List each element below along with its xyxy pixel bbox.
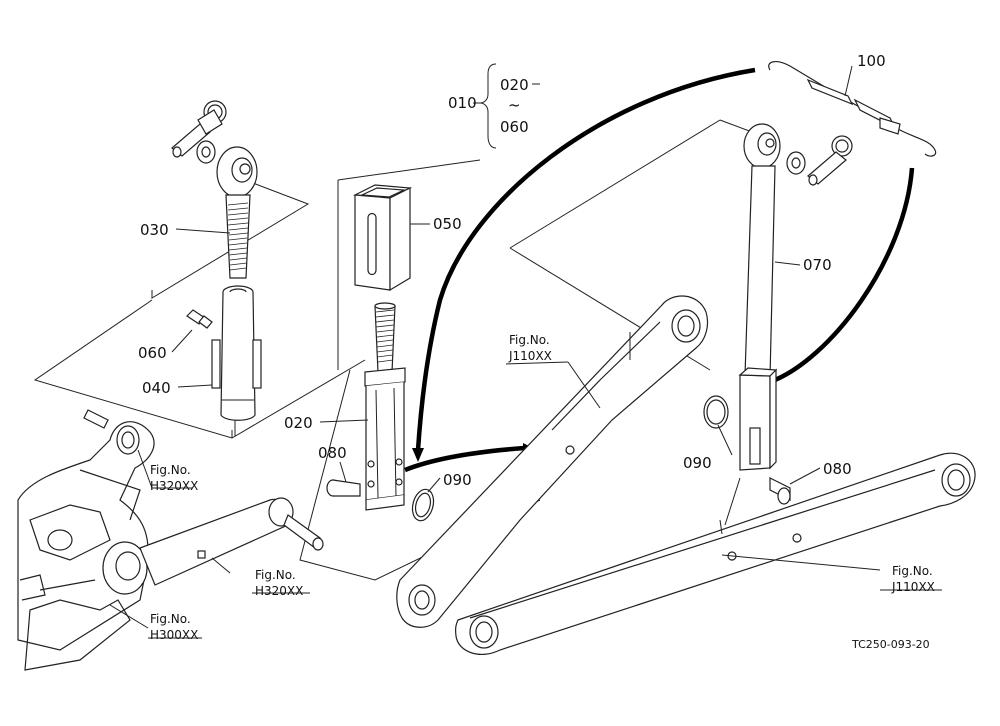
label-030: 030 — [140, 221, 169, 239]
label-050: 050 — [433, 215, 462, 233]
washer-upper-left — [196, 140, 216, 164]
fig-ref-code: J110XX — [891, 580, 935, 594]
label-020-range: 020 — [500, 76, 529, 94]
part-090-snap-ring-left — [411, 488, 435, 522]
lower-link-center — [396, 295, 709, 628]
fig-ref-h320-lower: Fig.No. H320XX — [255, 568, 303, 598]
washer-upper-right — [786, 151, 806, 175]
tractor-pin-lower-left — [83, 409, 109, 429]
part-040-sleeve — [211, 285, 262, 436]
connector-dash-left — [404, 445, 526, 473]
drawing-code: TC250-093-20 — [851, 638, 930, 651]
label-100: 100 — [857, 52, 886, 70]
label-080-right: 080 — [823, 460, 852, 478]
part-050-square-sleeve — [352, 184, 413, 292]
fig-ref-title: Fig.No. — [150, 463, 191, 477]
fig-ref-j110-center: Fig.No. J110XX — [508, 333, 552, 363]
leader-lines — [109, 65, 942, 639]
group-outline-left — [33, 179, 366, 439]
part-080-pin-right — [769, 477, 791, 505]
part-labels: 010 020 ~ 060 100 030 050 070 060 040 02… — [138, 52, 886, 489]
lift-pin-upper-left — [171, 100, 227, 158]
label-060: 060 — [138, 344, 167, 362]
lower-link-right — [455, 452, 976, 655]
leader-right-lower — [724, 477, 741, 526]
part-080-pin-left — [326, 479, 361, 497]
label-080-left: 080 — [318, 444, 347, 462]
lift-pin-upper-right — [807, 135, 853, 186]
fig-ref-title: Fig.No. — [509, 333, 550, 347]
fig-ref-title: Fig.No. — [150, 612, 191, 626]
label-020: 020 — [284, 414, 313, 432]
label-tilde: ~ — [508, 96, 521, 114]
part-060-grease-nipple — [186, 309, 213, 329]
connector-arc-right — [769, 167, 915, 385]
arrow-head-upper — [412, 448, 424, 462]
label-070: 070 — [803, 256, 832, 274]
fig-ref-title: Fig.No. — [892, 564, 933, 578]
fig-ref-code: H320XX — [255, 584, 303, 598]
part-090-snap-ring-right — [703, 395, 729, 429]
part-020-clevis — [364, 302, 406, 511]
label-060-range: 060 — [500, 118, 529, 136]
label-090-left: 090 — [443, 471, 472, 489]
label-090-right: 090 — [683, 454, 712, 472]
tractor-housing — [17, 421, 155, 671]
fig-ref-h320-upper: Fig.No. H320XX — [150, 463, 198, 493]
fig-ref-j110-right: Fig.No. J110XX — [891, 564, 935, 594]
fig-ref-code: J110XX — [508, 349, 552, 363]
part-030-ball-joint-rod — [216, 146, 258, 279]
part-070-lift-rod — [738, 123, 781, 471]
fig-ref-title: Fig.No. — [255, 568, 296, 582]
fig-ref-code: H320XX — [150, 479, 198, 493]
bracket-010 — [473, 63, 497, 149]
label-040: 040 — [142, 379, 171, 397]
part-100-check-chain — [768, 61, 937, 157]
tractor-arm — [139, 497, 324, 586]
fig-ref-h300: Fig.No. H300XX — [150, 612, 198, 642]
label-010: 010 — [448, 94, 477, 112]
connector-arc-upper — [415, 67, 756, 451]
fig-ref-code: H300XX — [150, 628, 198, 642]
